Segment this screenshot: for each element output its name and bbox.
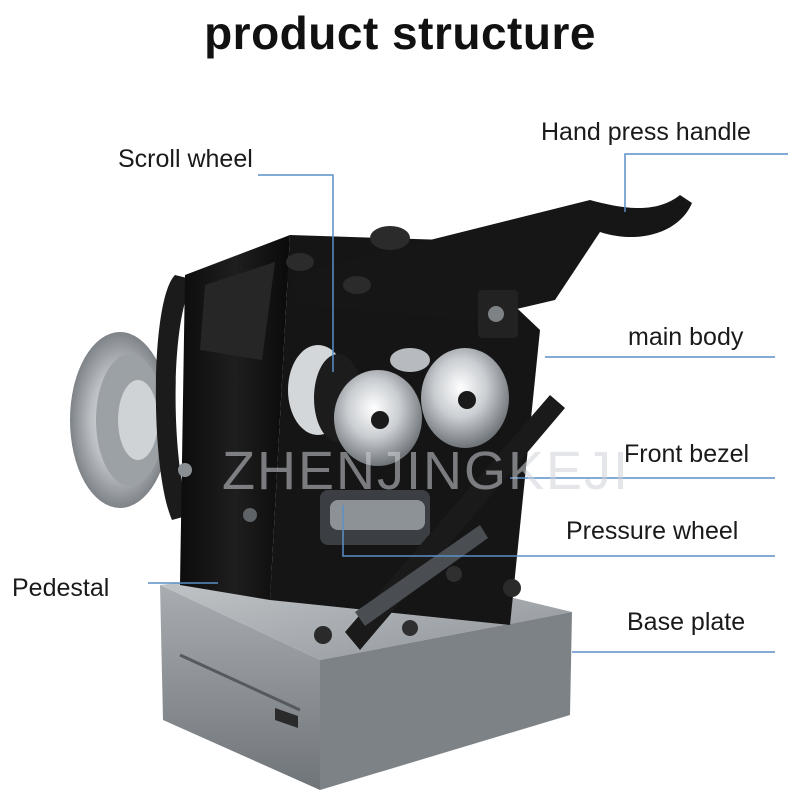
label-main-body: main body [628, 323, 744, 351]
label-scroll-wheel: Scroll wheel [118, 145, 253, 173]
hand-press-handle-shape [290, 195, 692, 338]
label-pressure-wheel: Pressure wheel [566, 517, 739, 545]
side-hand-wheel [70, 332, 170, 508]
watermark-text: ZHENJINGKEJI [222, 441, 631, 501]
label-pedestal: Pedestal [12, 574, 110, 602]
scroll-wheel-shape [288, 345, 509, 466]
leader-lines [148, 153, 788, 653]
page-title: product structure [204, 7, 596, 59]
label-front-bezel: Front bezel [624, 440, 750, 468]
leader-hand-press-handle [624, 153, 788, 212]
leader-scroll-wheel [258, 174, 334, 372]
label-base-plate: Base plate [627, 608, 746, 636]
label-hand-press-handle: Hand press handle [541, 118, 751, 146]
top-bolts [286, 226, 410, 294]
front-bezel-shape [314, 395, 565, 650]
leader-pressure-wheel [342, 505, 775, 557]
